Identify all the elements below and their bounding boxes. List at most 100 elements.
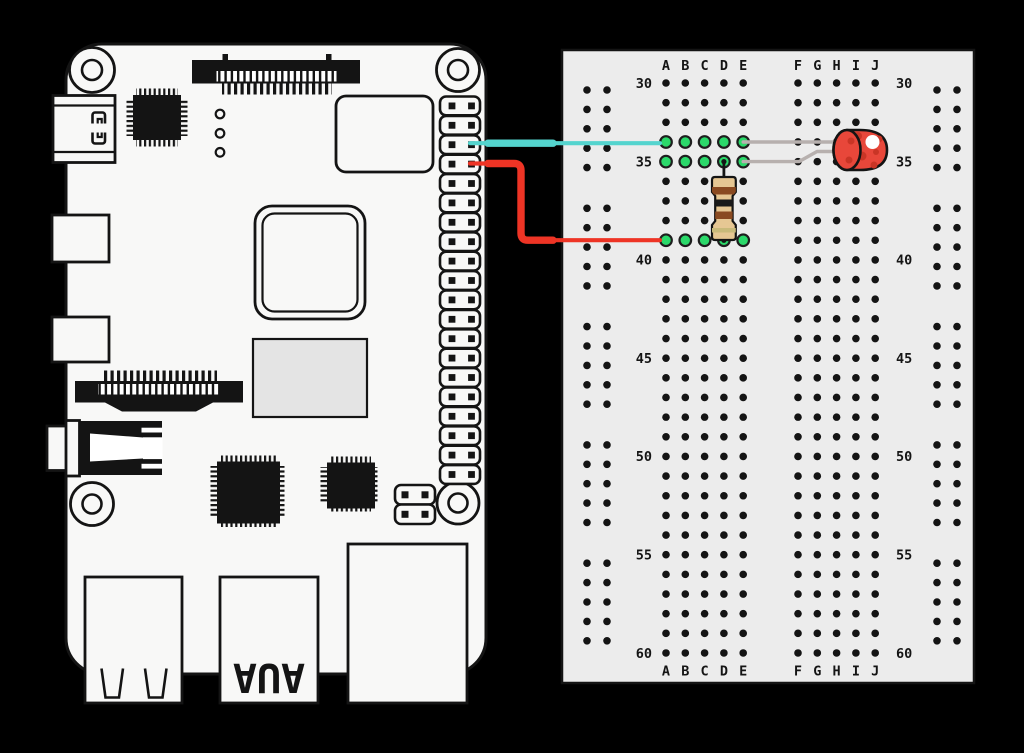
rail-hole bbox=[603, 617, 611, 626]
terminal-hole bbox=[739, 256, 747, 264]
terminal-hole bbox=[739, 98, 747, 107]
terminal-hole bbox=[871, 609, 879, 618]
breadboard-label: 60 bbox=[636, 646, 652, 662]
terminal-hole bbox=[832, 98, 841, 107]
terminal-hole bbox=[662, 177, 670, 186]
terminal-hole bbox=[794, 432, 802, 441]
terminal-hole bbox=[832, 315, 841, 323]
rail-hole bbox=[603, 144, 611, 152]
terminal-hole bbox=[871, 413, 879, 421]
terminal-hole bbox=[813, 629, 822, 638]
terminal-hole bbox=[700, 590, 709, 598]
rail-hole bbox=[953, 243, 961, 251]
usb-prong-icon bbox=[100, 668, 125, 699]
rail-hole bbox=[933, 617, 941, 626]
terminal-hole bbox=[852, 590, 860, 598]
terminal-hole bbox=[662, 531, 670, 539]
terminal-hole bbox=[700, 531, 709, 539]
terminal-hole bbox=[813, 197, 822, 205]
connected-hole bbox=[697, 233, 712, 248]
terminal-hole bbox=[832, 452, 841, 461]
rail-hole bbox=[583, 381, 591, 389]
terminal-hole bbox=[720, 590, 728, 598]
terminal-hole bbox=[794, 197, 802, 205]
gpio-pin bbox=[468, 102, 475, 110]
terminal-hole bbox=[681, 531, 690, 539]
connected-hole bbox=[736, 233, 751, 248]
terminal-hole bbox=[739, 609, 747, 618]
breadboard-label: D bbox=[720, 664, 728, 680]
terminal-hole bbox=[739, 550, 747, 559]
rail-hole bbox=[583, 400, 591, 409]
gpio-pin bbox=[448, 315, 456, 323]
terminal-hole bbox=[662, 79, 670, 87]
terminal-hole bbox=[739, 472, 747, 480]
gpio-pin bbox=[468, 451, 475, 459]
breadboard-body bbox=[560, 48, 976, 685]
resistor-band-3 bbox=[712, 211, 736, 219]
terminal-hole bbox=[794, 609, 802, 618]
terminal-hole bbox=[852, 98, 860, 107]
terminal-hole bbox=[852, 511, 860, 520]
led bbox=[741, 128, 889, 172]
terminal-hole bbox=[852, 256, 860, 264]
rail-hole bbox=[583, 282, 591, 290]
terminal-hole bbox=[794, 236, 802, 245]
terminal-hole bbox=[681, 354, 690, 362]
terminal-hole bbox=[739, 275, 747, 284]
terminal-hole bbox=[813, 413, 822, 421]
connected-hole bbox=[659, 154, 673, 169]
terminal-hole bbox=[813, 550, 822, 559]
breadboard-label: B bbox=[681, 664, 689, 680]
terminal-hole bbox=[720, 629, 728, 638]
rail-hole bbox=[583, 499, 591, 507]
gpio-pin bbox=[468, 471, 475, 478]
usb-pin-glyph bbox=[91, 111, 107, 124]
terminal-hole bbox=[739, 649, 747, 657]
terminal-hole bbox=[813, 393, 822, 402]
rail-hole bbox=[583, 518, 591, 527]
terminal-hole bbox=[832, 570, 841, 579]
rail-hole bbox=[953, 479, 961, 488]
terminal-hole bbox=[794, 295, 802, 304]
terminal-hole bbox=[720, 570, 728, 579]
gpio-pin bbox=[468, 180, 475, 187]
rail-hole bbox=[603, 223, 611, 232]
terminal-hole bbox=[739, 629, 747, 638]
rail-hole bbox=[603, 578, 611, 587]
terminal-hole bbox=[813, 452, 822, 461]
rail-hole bbox=[953, 598, 961, 606]
terminal-hole bbox=[681, 452, 690, 461]
rail-hole bbox=[953, 163, 961, 172]
rail-hole bbox=[953, 518, 961, 527]
breadboard-label: C bbox=[701, 58, 709, 74]
terminal-hole bbox=[832, 511, 841, 520]
power-rails bbox=[583, 86, 961, 645]
breadboard-label: 55 bbox=[896, 548, 912, 564]
gpio-pin bbox=[448, 277, 456, 284]
terminal-hole bbox=[813, 295, 822, 304]
usb-port-a bbox=[83, 575, 184, 705]
header-row bbox=[393, 503, 437, 526]
breadboard-label: H bbox=[833, 664, 841, 680]
breadboard-label: 60 bbox=[896, 646, 912, 662]
jumper-header-2x2 bbox=[393, 483, 437, 526]
rail-hole bbox=[603, 460, 611, 469]
breadboard-label: I bbox=[852, 664, 860, 680]
terminal-hole bbox=[852, 550, 860, 559]
terminal-hole bbox=[681, 197, 690, 205]
gpio-pin bbox=[448, 102, 456, 110]
terminal-hole bbox=[852, 570, 860, 579]
terminal-hole bbox=[832, 79, 841, 87]
gpio-pin bbox=[468, 393, 475, 401]
breadboard-label: B bbox=[681, 58, 689, 74]
terminal-hole bbox=[662, 629, 670, 638]
terminal-hole bbox=[662, 511, 670, 520]
terminal-hole bbox=[700, 98, 709, 107]
terminal-hole bbox=[794, 118, 802, 127]
header-pin bbox=[421, 510, 429, 518]
terminal-hole bbox=[700, 609, 709, 618]
terminal-hole bbox=[813, 236, 822, 245]
terminal-hole bbox=[871, 472, 879, 480]
